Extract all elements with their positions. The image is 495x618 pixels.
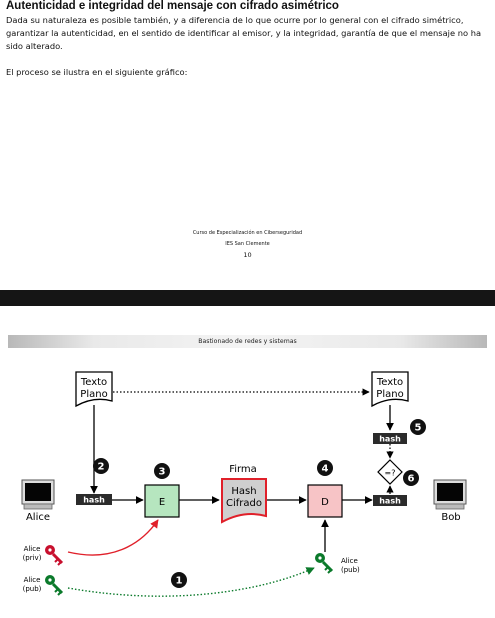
hash-box-right-bottom bbox=[373, 495, 407, 506]
svg-text:2: 2 bbox=[98, 462, 105, 473]
private-key-icon bbox=[45, 545, 64, 566]
slide-banner: Bastionado de redes y sistemas bbox=[8, 335, 487, 348]
hash-cifrado-line2: Cifrado bbox=[226, 498, 262, 509]
bob-side-pub-line1: Alice bbox=[341, 557, 358, 565]
hash-right-top-label: hash bbox=[379, 435, 401, 444]
hash-cifrado-line1: Hash bbox=[231, 486, 256, 497]
alice-label: Alice bbox=[26, 512, 50, 523]
step-4-badge: 4 bbox=[317, 460, 333, 476]
public-key-icon-right bbox=[315, 553, 334, 574]
slide-separator bbox=[0, 290, 495, 306]
svg-text:1: 1 bbox=[176, 576, 183, 587]
svg-text:3: 3 bbox=[159, 467, 166, 478]
compare-diamond bbox=[377, 459, 403, 485]
decrypt-label: D bbox=[321, 497, 329, 508]
footer-course: Curso de Especialización en Cibersegurid… bbox=[192, 230, 303, 236]
banner-title: Bastionado de redes y sistemas bbox=[198, 338, 297, 345]
hash-right-bottom-label: hash bbox=[379, 497, 401, 506]
firma-label: Firma bbox=[229, 464, 257, 475]
svg-text:4: 4 bbox=[322, 464, 329, 475]
slide-paragraph: Dada su naturaleza es posible también, y… bbox=[6, 15, 482, 51]
alice-pub-line1: Alice bbox=[24, 576, 41, 584]
svg-text:6: 6 bbox=[408, 474, 415, 485]
compare-label: =? bbox=[385, 469, 396, 478]
doc-right-line2: Plano bbox=[376, 389, 403, 400]
alice-priv-line2: (priv) bbox=[23, 554, 42, 562]
bob-side-pub-line2: (pub) bbox=[341, 566, 360, 574]
encrypt-label: E bbox=[159, 497, 165, 508]
alice-priv-line1: Alice bbox=[24, 545, 41, 553]
hash-left-label: hash bbox=[83, 496, 105, 505]
plaintext-document-left: Texto Plano bbox=[75, 371, 113, 408]
hash-box-right-top bbox=[373, 433, 407, 444]
step-5-badge: 5 bbox=[410, 419, 426, 435]
doc-left-line2: Plano bbox=[80, 389, 107, 400]
doc-left-line1: Texto bbox=[80, 377, 107, 388]
alice-computer-icon bbox=[21, 479, 55, 510]
step-6-badge: 6 bbox=[403, 470, 419, 486]
footer-page-number: 10 bbox=[243, 251, 252, 259]
step-2-badge: 2 bbox=[93, 458, 109, 474]
bob-computer-icon bbox=[433, 479, 467, 510]
public-key-icon-left bbox=[45, 575, 64, 596]
bob-label: Bob bbox=[441, 512, 460, 523]
svg-text:5: 5 bbox=[415, 423, 422, 434]
encrypt-box bbox=[144, 484, 180, 518]
footer-school: IES San Clemente bbox=[225, 241, 270, 247]
public-key-distribution-curve bbox=[67, 567, 315, 597]
signature-diagram: Texto Plano Texto Plano 2 Alice bbox=[21, 371, 467, 597]
decrypt-box bbox=[307, 484, 343, 518]
signed-hash-document: Hash Cifrado bbox=[221, 478, 267, 524]
doc-right-line1: Texto bbox=[376, 377, 403, 388]
step-3-badge: 3 bbox=[154, 463, 170, 479]
hash-box-left bbox=[76, 494, 112, 505]
slide-page-2: Bastionado de redes y sistemas Texto Pla… bbox=[0, 306, 495, 618]
slide-paragraph-2: El proceso se ilustra en el siguiente gr… bbox=[6, 67, 188, 77]
plaintext-document-right: Texto Plano bbox=[371, 371, 409, 408]
slide-page-1: Autenticidad e integridad del mensaje co… bbox=[0, 0, 495, 290]
private-key-to-encrypt-curve bbox=[67, 519, 159, 556]
alice-pub-line2: (pub) bbox=[23, 585, 42, 593]
slide-title: Autenticidad e integridad del mensaje co… bbox=[6, 0, 339, 12]
step-1-badge: 1 bbox=[171, 572, 187, 588]
